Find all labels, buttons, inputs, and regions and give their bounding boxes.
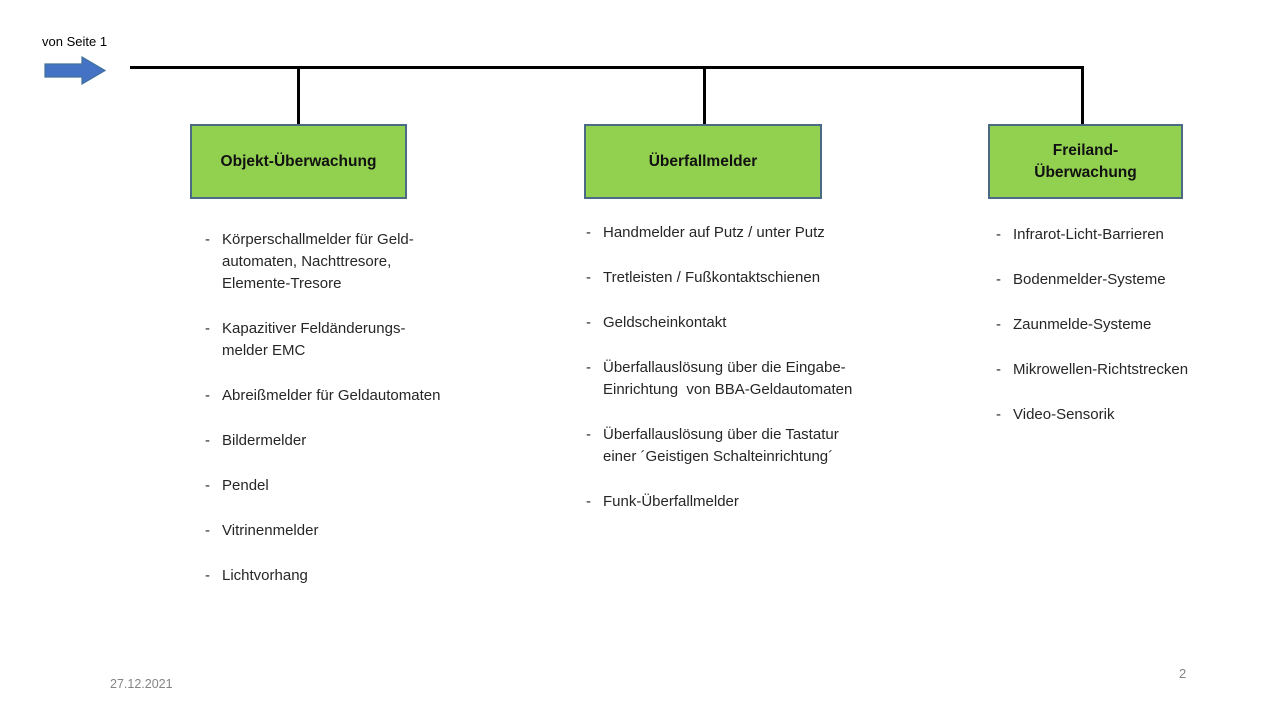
list-item: - Bildermelder [205, 430, 520, 452]
dash-bullet: - [996, 226, 1001, 243]
list-item-text: Zaunmelde-Systeme [1013, 316, 1152, 333]
dash-bullet: - [205, 567, 210, 584]
list-item: - Abreißmelder für Geldautomaten [205, 385, 520, 407]
list-item: - Kapazitiver Feldänderungs-melder EMC [205, 318, 520, 362]
list-column-objekt-ueberwachung: - Körperschallmelder für Geld-automaten,… [205, 229, 520, 610]
connector-vertical-line-1 [297, 66, 300, 124]
list-item-text: Pendel [222, 477, 269, 494]
block-arrow-right-icon [44, 56, 106, 85]
list-item-text: Video-Sensorik [1013, 406, 1115, 423]
list-item-text: Körperschallmelder für Geld-automaten, N… [222, 231, 414, 292]
list-item: - Video-Sensorik [996, 404, 1276, 426]
header-box-freiland-ueberwachung: Freiland- Überwachung [988, 124, 1183, 199]
connector-vertical-line-2 [703, 66, 706, 124]
dash-bullet: - [205, 387, 210, 404]
list-item-text: Geldscheinkontakt [603, 314, 727, 331]
list-column-freiland-ueberwachung: - Infrarot-Licht-Barrieren - Bodenmelder… [996, 224, 1276, 449]
list-item: - Bodenmelder-Systeme [996, 269, 1276, 291]
list-item: - Tretleisten / Fußkontaktschienen [586, 267, 931, 289]
list-item: - Überfallauslösung über die Eingabe-Ein… [586, 357, 931, 401]
list-item-text: Bildermelder [222, 432, 307, 449]
header-box-title: Objekt-Überwachung [220, 152, 377, 170]
header-box-title: Freiland- Überwachung [1034, 141, 1137, 181]
dash-bullet: - [205, 477, 210, 494]
header-box-ueberfallmelder: Überfallmelder [584, 124, 822, 199]
arrow-shape [44, 56, 106, 85]
list-item-text: Lichtvorhang [222, 567, 308, 584]
list-item-text: Mikrowellen-Richtstrecken [1013, 361, 1189, 378]
connector-horizontal-line [130, 66, 1084, 69]
list-item: - Handmelder auf Putz / unter Putz [586, 222, 931, 244]
header-box-title: Überfallmelder [648, 152, 758, 170]
dash-bullet: - [205, 320, 210, 337]
dash-bullet: - [586, 224, 591, 241]
list-item: - Geldscheinkontakt [586, 312, 931, 334]
list-item-text: Infrarot-Licht-Barrieren [1013, 226, 1164, 243]
list-item-text: Kapazitiver Feldänderungs-melder EMC [222, 320, 406, 359]
list-item-text: Funk-Überfallmelder [603, 493, 739, 510]
dash-bullet: - [586, 269, 591, 286]
dash-bullet: - [996, 271, 1001, 288]
dash-bullet: - [586, 493, 591, 510]
dash-bullet: - [996, 316, 1001, 333]
dash-bullet: - [586, 426, 591, 443]
list-item: - Körperschallmelder für Geld-automaten,… [205, 229, 520, 295]
list-item: - Funk-Überfallmelder [586, 491, 931, 513]
dash-bullet: - [586, 314, 591, 331]
list-item-text: Handmelder auf Putz / unter Putz [603, 224, 825, 241]
dash-bullet: - [205, 432, 210, 449]
list-item-text: Tretleisten / Fußkontaktschienen [603, 269, 821, 286]
header-box-objekt-ueberwachung: Objekt-Überwachung [190, 124, 407, 199]
dash-bullet: - [205, 522, 210, 539]
list-item: - Zaunmelde-Systeme [996, 314, 1276, 336]
connector-vertical-line-3 [1081, 66, 1084, 124]
list-item: - Vitrinenmelder [205, 520, 520, 542]
list-item-text: Bodenmelder-Systeme [1013, 271, 1166, 288]
dash-bullet: - [996, 406, 1001, 423]
dash-bullet: - [205, 231, 210, 248]
dash-bullet: - [996, 361, 1001, 378]
source-page-label: von Seite 1 [42, 34, 108, 49]
list-item: - Pendel [205, 475, 520, 497]
list-item-text: Vitrinenmelder [222, 522, 319, 539]
list-column-ueberfallmelder: - Handmelder auf Putz / unter Putz - Tre… [586, 222, 931, 536]
footer-date: 27.12.2021 [110, 677, 173, 691]
page-number: 2 [1179, 666, 1187, 681]
list-item-text: Abreißmelder für Geldautomaten [222, 387, 441, 404]
list-item: - Infrarot-Licht-Barrieren [996, 224, 1276, 246]
list-item: - Mikrowellen-Richtstrecken [996, 359, 1276, 381]
list-item-text: Überfallauslösung über die Eingabe-Einri… [603, 359, 853, 398]
list-item: - Lichtvorhang [205, 565, 520, 587]
dash-bullet: - [586, 359, 591, 376]
